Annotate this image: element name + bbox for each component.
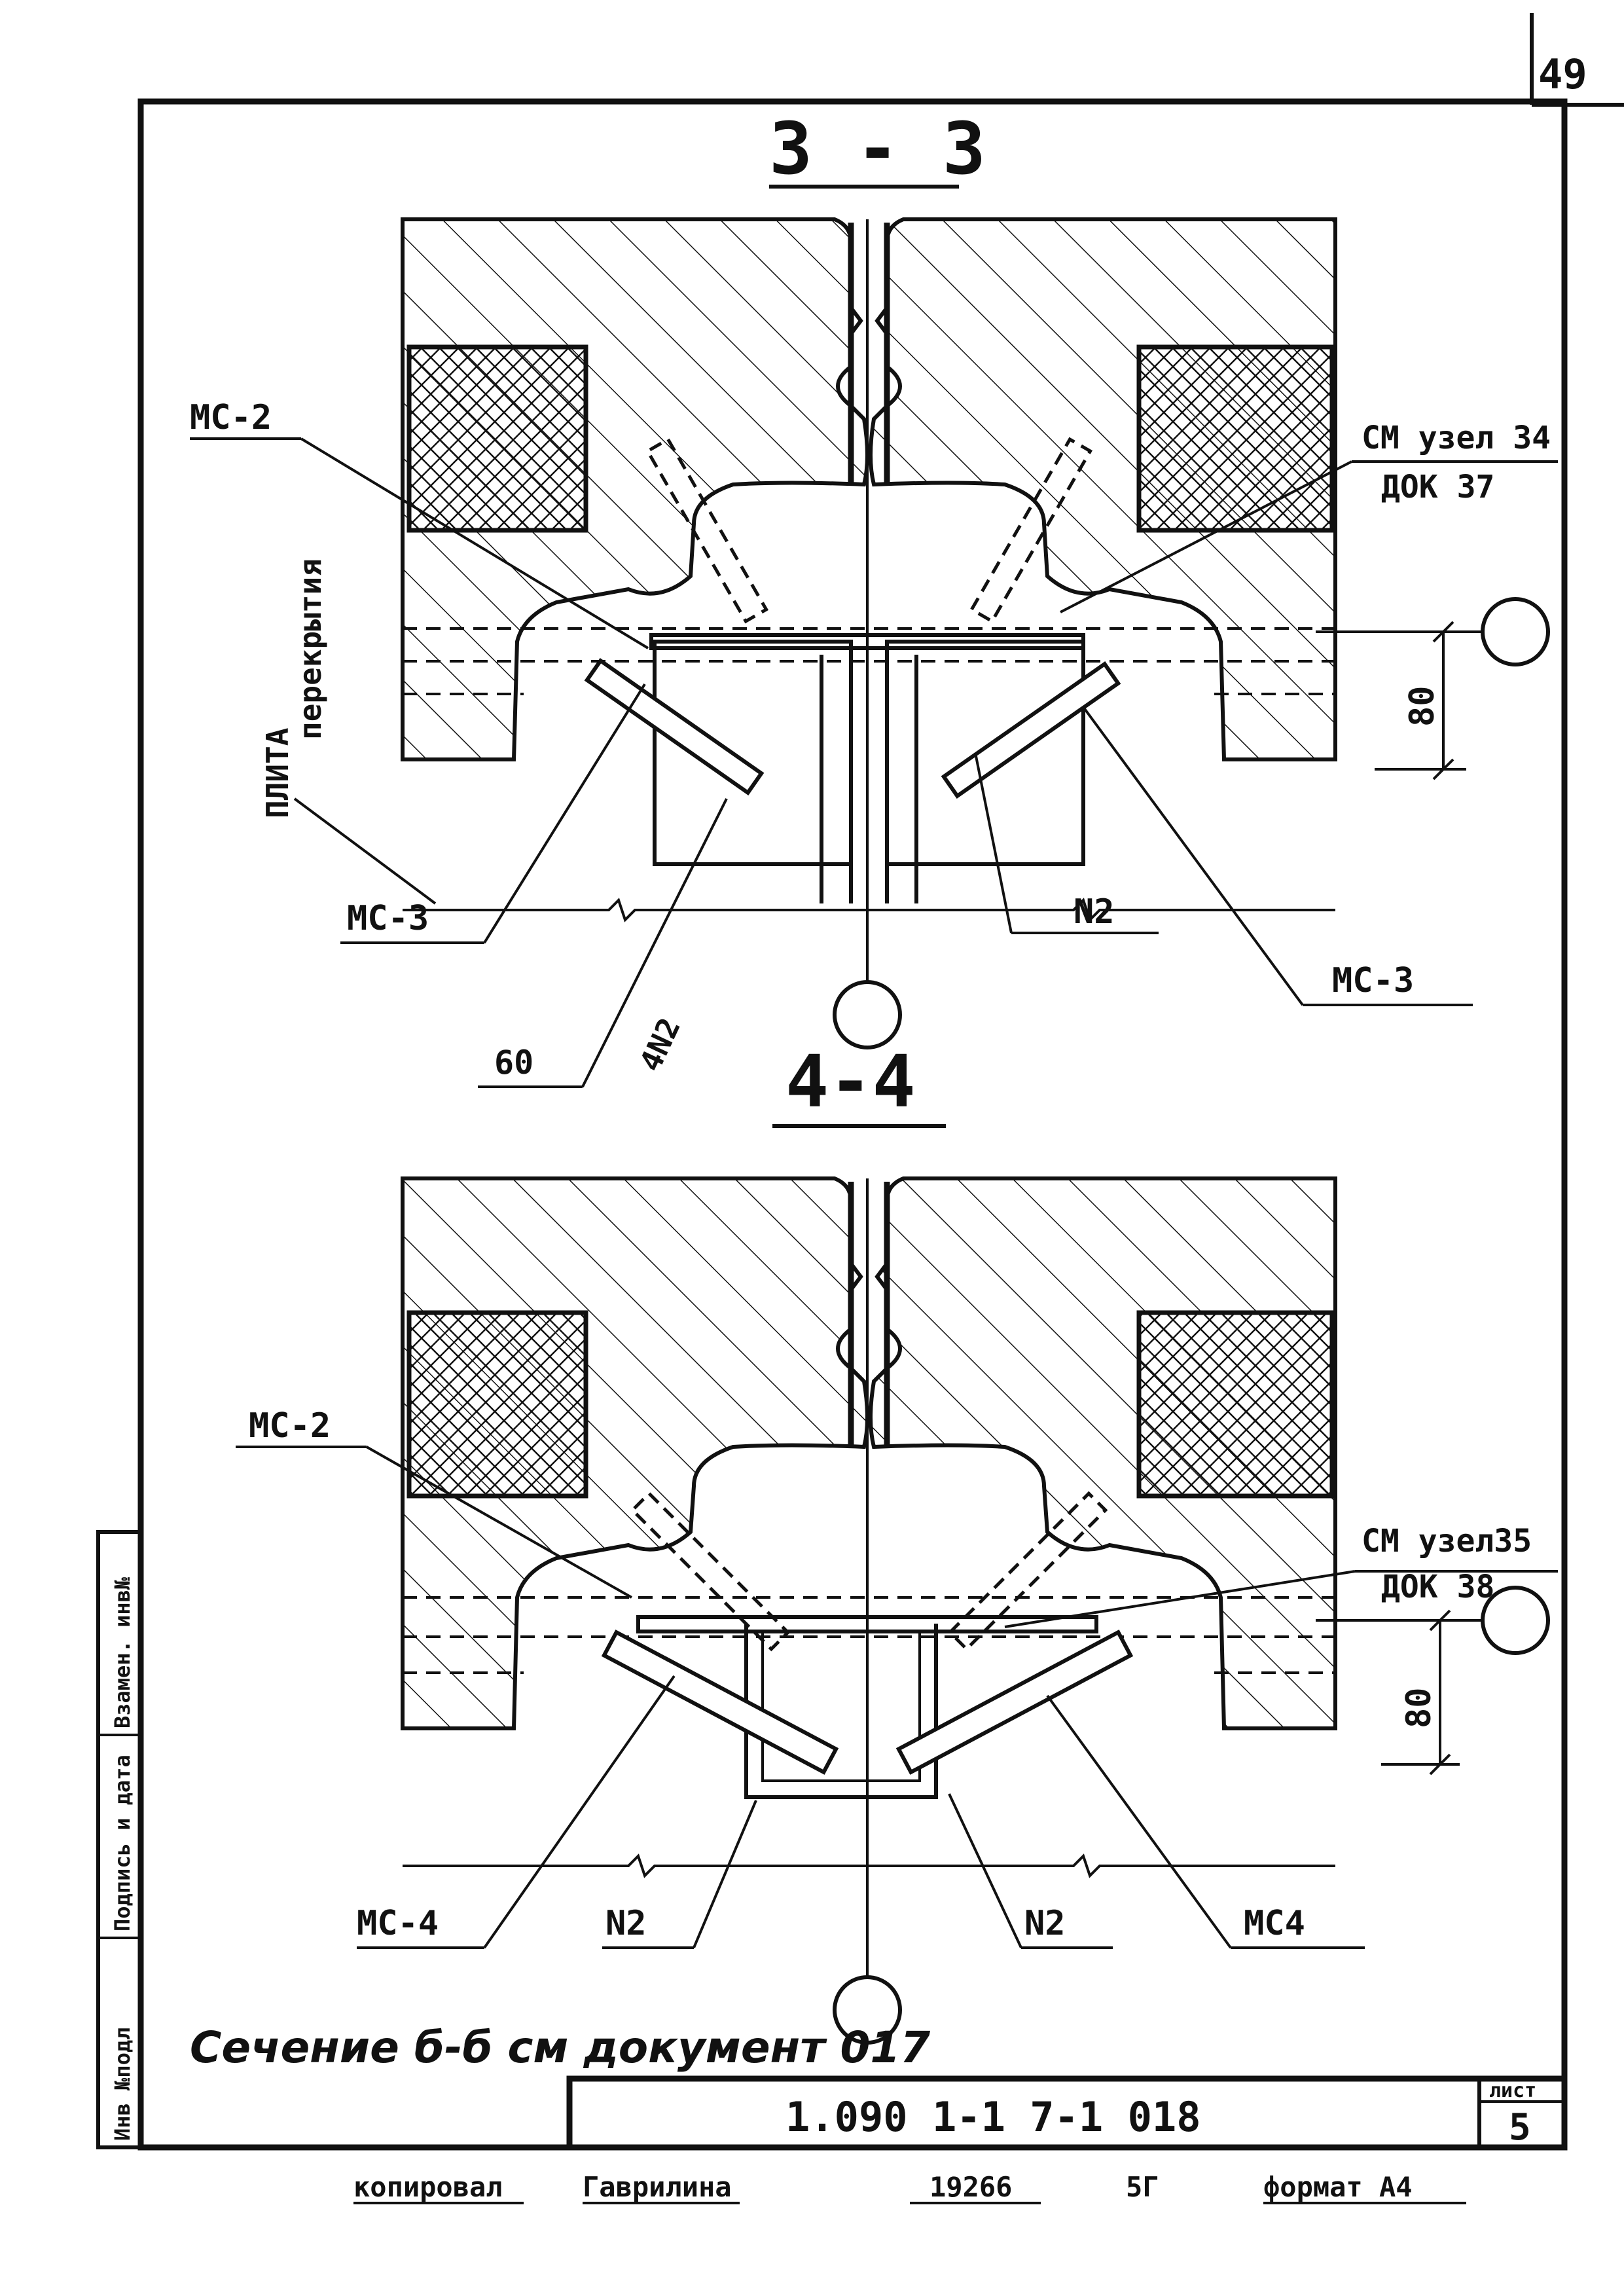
section-3-3-title: 3 - 3 bbox=[769, 107, 986, 191]
side-stamp-replace: Взамен. инв№ bbox=[110, 1576, 135, 1728]
section-3-3: 3 - 3 bbox=[190, 107, 1558, 1088]
section-3-3-label-weld-size: 60 bbox=[494, 1044, 533, 1082]
section-3-3-dimension: 80 bbox=[1403, 685, 1442, 727]
footer-code: 5Г bbox=[1126, 2171, 1159, 2203]
title-block-sheet-number: 5 bbox=[1509, 2106, 1531, 2149]
section-4-4-label-ref2: ДОК 38 bbox=[1381, 1569, 1494, 1605]
section-4-4-axis-marker bbox=[833, 1975, 902, 2045]
footer: копировал Гаврилина 19266 5Г формат А4 bbox=[353, 2171, 1466, 2204]
section-4-4-title: 4-4 bbox=[785, 1040, 916, 1123]
section-4-4-label-mc4-left: МС-4 bbox=[357, 1904, 439, 1943]
section-3-3-insulation-right bbox=[1136, 344, 1335, 533]
side-stamp-inv: Инв №подл bbox=[110, 2028, 135, 2141]
section-3-3-label-mc3-left: МС-3 bbox=[347, 899, 429, 938]
section-4-4-label-mc4-right: МС4 bbox=[1244, 1904, 1305, 1943]
section-3-3-side-marker bbox=[1481, 597, 1550, 666]
section-4-4-label-n2-right: N2 bbox=[1024, 1904, 1066, 1943]
section-4-4-label-ref1: СМ узел35 bbox=[1362, 1523, 1532, 1559]
section-3-3-label-ref2: ДОК 37 bbox=[1381, 469, 1494, 505]
title-block-sheet-label: лист bbox=[1489, 2079, 1536, 2102]
section-4-4: 4-4 80 bbox=[236, 1040, 1558, 2045]
footer-name: Гаврилина bbox=[583, 2171, 732, 2203]
title-block-code: 1.090 1-1 7-1 018 bbox=[785, 2093, 1201, 2141]
page-number-corner: 49 bbox=[1530, 13, 1624, 107]
section-3-3-label-slab1: ПЛИТА bbox=[260, 728, 295, 818]
side-stamp: Инв №подл Подпись и дата Взамен. инв№ bbox=[96, 1530, 143, 2149]
section-3-3-label-mc3-right: МС-3 bbox=[1332, 961, 1414, 1000]
section-3-3-axis-marker bbox=[833, 980, 902, 1049]
footer-number: 19266 bbox=[929, 2171, 1012, 2203]
section-note: Сечение б-б см документ 017 bbox=[190, 2022, 930, 2073]
section-4-4-label-mc2: МС-2 bbox=[249, 1406, 331, 1446]
footer-copied: копировал bbox=[353, 2171, 503, 2203]
section-3-3-label-n2: N2 bbox=[1074, 892, 1115, 932]
section-3-3-label-weld-mark: 4N2 bbox=[632, 1013, 687, 1077]
section-3-3-label-slab2: перекрытия bbox=[293, 558, 328, 740]
section-4-4-dimension: 80 bbox=[1399, 1687, 1439, 1728]
page-number: 49 bbox=[1538, 50, 1587, 98]
title-block: 1.090 1-1 7-1 018 лист 5 bbox=[566, 2075, 1568, 2151]
section-4-4-insulation-right bbox=[1136, 1310, 1335, 1499]
section-4-4-concrete bbox=[401, 1176, 1337, 1730]
section-4-4-label-n2-left: N2 bbox=[605, 1904, 647, 1943]
footer-format: формат А4 bbox=[1263, 2171, 1413, 2203]
section-4-4-insulation-left bbox=[406, 1310, 588, 1499]
section-3-3-concrete bbox=[401, 217, 1337, 761]
side-stamp-sign: Подпись и дата bbox=[110, 1755, 135, 1931]
section-3-3-label-ref1: СМ узел 34 bbox=[1362, 420, 1551, 456]
section-3-3-insulation-left bbox=[406, 344, 588, 533]
section-3-3-label-mc2: МС-2 bbox=[190, 398, 272, 437]
